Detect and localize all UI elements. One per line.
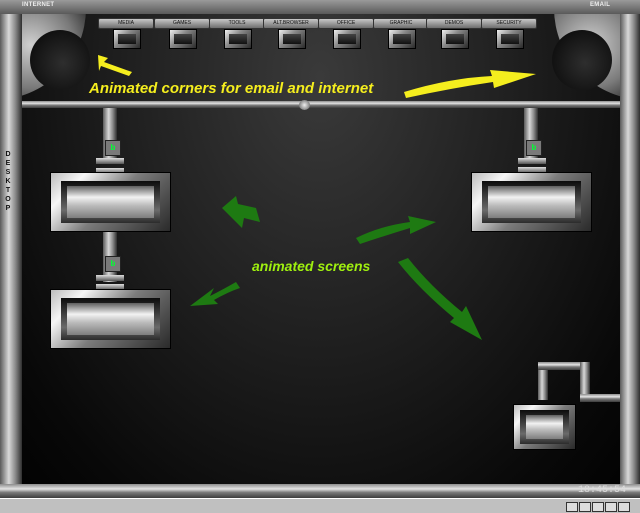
pipe-joint xyxy=(518,167,546,173)
nav-tools-key[interactable] xyxy=(224,29,252,49)
nav-alt-browser-button[interactable]: ALT.BROWSER xyxy=(263,18,319,50)
nav-media-key[interactable] xyxy=(113,29,141,49)
horizontal-pipe xyxy=(22,101,620,108)
bottom-rail xyxy=(0,484,640,498)
tray-icon[interactable] xyxy=(592,502,604,512)
screen-panel xyxy=(482,181,581,223)
arrow-icon xyxy=(356,216,436,244)
screen-left-bottom[interactable] xyxy=(50,289,171,349)
left-rail xyxy=(0,14,22,484)
nav-office-button[interactable]: OFFICE xyxy=(318,18,374,50)
connector-plug-icon: b xyxy=(105,256,121,272)
nav-alt-browser-key[interactable] xyxy=(278,29,306,49)
taskbar xyxy=(0,498,640,513)
tray-icon[interactable] xyxy=(618,502,630,512)
arrow-icon xyxy=(98,55,132,76)
arrow-icon xyxy=(398,258,482,340)
screen-small[interactable] xyxy=(513,404,576,450)
screen-right-top[interactable] xyxy=(471,172,592,232)
nav-media-label: MEDIA xyxy=(98,18,154,29)
email-label[interactable]: EMAIL xyxy=(590,2,611,8)
nav-security-key[interactable] xyxy=(496,29,524,49)
email-corner-hole xyxy=(552,30,612,90)
internet-label[interactable]: INTERNET xyxy=(22,2,55,8)
pipe-joint xyxy=(96,158,124,164)
screen-panel xyxy=(61,298,160,340)
pipe-joint xyxy=(518,158,546,164)
tray-icon[interactable] xyxy=(579,502,591,512)
nav-media-button[interactable]: MEDIA xyxy=(98,18,154,50)
nav-games-key[interactable] xyxy=(169,29,197,49)
screen-left-top[interactable] xyxy=(50,172,171,232)
screen-panel xyxy=(61,181,160,223)
tray-icon[interactable] xyxy=(566,502,578,512)
small-screen-pipe xyxy=(580,362,590,402)
nav-security-button[interactable]: SECURITY xyxy=(481,18,537,50)
screen-panel xyxy=(520,410,569,444)
corners-caption: Animated corners for email and internet xyxy=(89,80,374,97)
small-screen-pipe xyxy=(580,394,620,402)
pipe-joint xyxy=(96,284,124,290)
tray-icon[interactable] xyxy=(605,502,617,512)
clock: 18:45:54 xyxy=(578,485,627,496)
nav-demos-button[interactable]: DEMOS xyxy=(426,18,482,50)
right-rail xyxy=(620,14,640,484)
connector-plug-icon: b xyxy=(105,140,121,156)
nav-demos-key[interactable] xyxy=(441,29,469,49)
pipe-joint xyxy=(96,168,124,174)
connector-plug-icon: b xyxy=(526,140,542,156)
top-bar xyxy=(0,0,640,14)
nav-security-label: SECURITY xyxy=(481,18,537,29)
small-screen-pipe xyxy=(538,364,548,400)
nav-games-button[interactable]: GAMES xyxy=(154,18,210,50)
internet-corner-hole xyxy=(30,30,90,90)
pipe-knob xyxy=(299,100,310,110)
nav-graphic-key[interactable] xyxy=(388,29,416,49)
arrow-icon xyxy=(222,196,260,228)
pipe-joint xyxy=(96,275,124,281)
arrow-icon xyxy=(404,70,536,98)
screens-caption: animated screens xyxy=(252,258,371,274)
small-screen-pipe xyxy=(538,362,586,370)
nav-office-key[interactable] xyxy=(333,29,361,49)
arrow-icon xyxy=(190,282,240,306)
